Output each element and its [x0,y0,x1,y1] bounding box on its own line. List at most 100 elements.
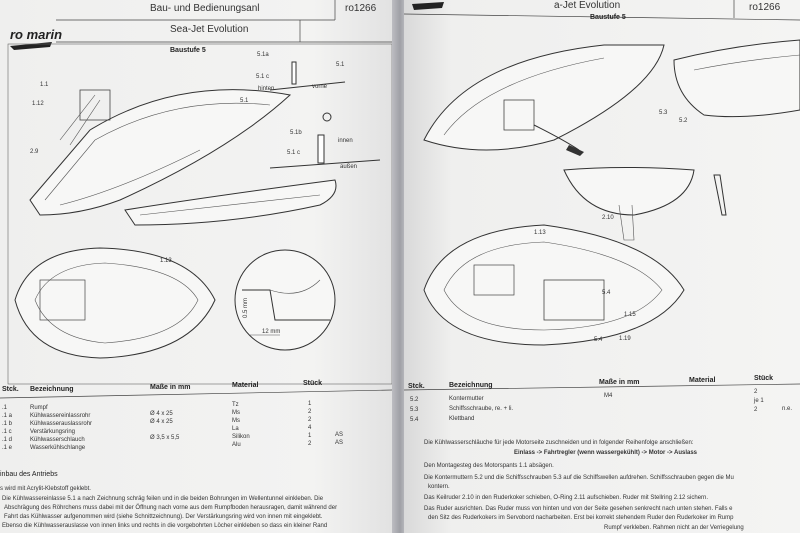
r-paragraph-1: Die Kühlwasserschläuche für jede Motorse… [424,440,694,446]
row4-no: .1 c [2,429,12,435]
dim-12mm: 12 mm [262,329,281,335]
row1-qty: 1 [308,401,312,407]
row3-material: Ms [232,418,240,424]
logo-mark [10,42,52,50]
right-page-drawings [404,0,800,391]
callout-1-1: 1.1 [40,82,49,88]
row5-material: Silikon [232,434,250,440]
callout-5-1a: 5.1a [257,52,269,58]
row3-qty: 2 [308,417,312,423]
right-step-title: Baustufe 5 [590,14,626,21]
r-row2-qty: je 1 [754,398,764,404]
right-logo-mark [412,2,444,10]
r-row3-name: Klettband [449,416,475,422]
r-paragraph-6: Das Keilruder 2.10 in den Ruderkoker sch… [424,495,709,501]
callout-1-13: 1.13 [160,258,172,264]
hull-top-view [29,89,292,216]
row4-name: Verstärkungsring [30,429,76,435]
th-bezeichnung: Bezeichnung [30,386,74,393]
row2-size: Ø 4 x 25 [150,411,173,417]
r-paragraph-3: Den Montagesteg des Motorspants 1.1 absä… [424,463,554,469]
row5-name: Kühlwasserschlauch [30,437,85,443]
r-callout-5-3: 5.3 [659,110,668,116]
right-hull-top [423,44,665,151]
left-manual-page: ro marin Bau- und Bedienungsanl Sea-Jet … [0,0,392,533]
r-row2-no: 5.3 [410,407,419,413]
r-callout-1-13: 1.13 [534,230,546,236]
row1-material: Tz [232,402,239,408]
left-page-drawings [0,0,392,399]
r-paragraph-2: Einlass -> Fahrtregler (wenn wassergeküh… [514,450,697,456]
label-innen: innen [338,138,353,144]
row1-no: .1 [2,405,8,411]
r-th-stck: Stck. [408,383,425,390]
row5-qty: 1 [308,433,312,439]
dim-0-5mm: 0.5 mm [243,297,249,318]
row3-no: .1 b [2,421,13,427]
row4-qty: 4 [308,425,312,431]
r-row2-name: Schiffsschraube, re. + li. [449,406,514,412]
row5-note: AS [335,432,344,438]
row2-name: Kühlwassereinlassrohr [30,413,91,419]
right-header-title: a-Jet Evolution [554,0,621,11]
label-hinten: hinten [258,86,275,92]
r-callout-1-15: 1.15 [624,312,636,318]
row4-material: La [232,426,239,432]
row2-qty: 2 [308,409,312,415]
right-hull-bottom [423,224,685,346]
row6-name: Wasserkühlschlange [30,445,86,451]
right-manual-page: a-Jet Evolution ro1266 Baustufe 5 5.3 5.… [404,0,800,533]
row6-no: .1 e [2,445,13,451]
row6-note: AS [335,440,344,446]
paragraph-1: s wird mit Acrylit-Klebstoff geklebt. [0,486,91,492]
th-stueck: Stück [303,380,323,387]
r-row3-note: n.e. [782,406,793,412]
logo-text: ro marin [10,27,63,42]
paragraph-2: Die Kühlwassereinlasse 5.1 a nach Zeichn… [2,496,324,502]
right-hull-side [563,167,695,216]
r-row3-qty: 2 [754,407,758,413]
callout-5-1: 5.1 [240,98,249,104]
r-row1-no: 5.2 [410,397,419,403]
callout-5-1b: 5.1b [290,130,302,136]
row3-name: Kühlwasserauslassrohr [30,421,93,427]
r-row1-qty: 2 [754,389,758,395]
r-callout-5-2: 5.2 [679,118,688,124]
screwdriver-handle [566,145,584,156]
row5-size: Ø 3,5 x 5,5 [150,435,180,441]
callout-2-9: 2.9 [30,149,39,155]
r-paragraph-7: Das Ruder ausrichten. Das Ruder muss von… [424,506,733,512]
r-callout-2-10: 2.10 [602,215,614,221]
r-row1-name: Kontermutter [449,396,484,402]
paragraph-5: Ebenso die Kühlwasserauslasse von innen … [2,523,328,529]
hull-side-view [124,179,337,226]
header-title-line1: Bau- und Bedienungsanl [150,3,260,14]
section-title: inbau des Antriebs [0,471,58,478]
callout-5-1-right: 5.1 [336,62,345,68]
row6-qty: 2 [308,441,312,447]
right-header-code: ro1266 [749,2,781,13]
r-th-masse: Maße in mm [599,379,640,386]
r-paragraph-4: Die Kontermuttern 5.2 und die Schiffssch… [424,475,734,481]
label-vorne: vorne [312,84,328,90]
r-row3-no: 5.4 [410,417,419,423]
paragraph-4: Fahrt das Kühlwasser aufgenommen wird (s… [4,514,323,520]
paragraph-3: Abschrägung des Röhrchens muss dabei mit… [4,505,338,511]
right-hull-upper-right [673,39,800,118]
header-code: ro1266 [345,3,377,14]
r-paragraph-5: kontern. [428,484,450,490]
r-callout-5-4-b: 5.4 [594,337,603,343]
callout-1-12: 1.12 [32,101,44,107]
callout-5-1c-top: 5.1 c [256,74,270,80]
section-detail-circle [234,249,336,351]
callout-5-1c-bottom: 5.1 c [287,150,301,156]
r-row1-size: M4 [604,393,613,399]
th-masse: Maße in mm [150,384,191,391]
r-th-stueck: Stück [754,375,774,382]
row2-material: Ms [232,410,240,416]
header-title-line2: Sea-Jet Evolution [170,24,249,35]
hull-bottom-view [14,247,216,359]
r-paragraph-8: den Sitz des Ruderkokers im Servobord na… [428,515,734,521]
th-material: Material [232,382,259,389]
